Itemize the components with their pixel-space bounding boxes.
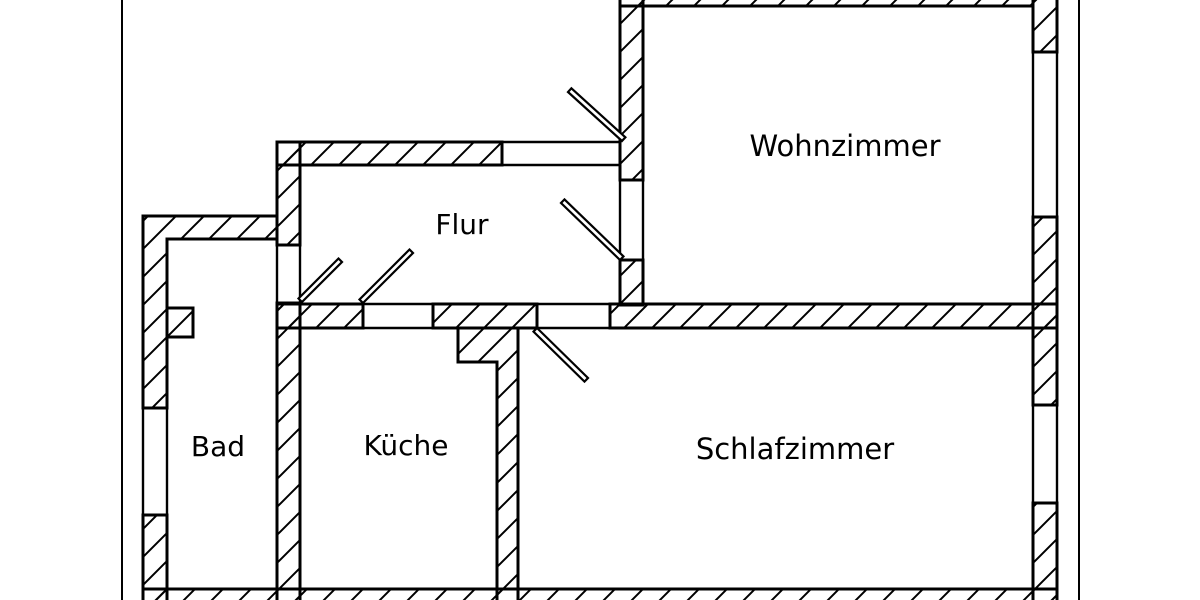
kueche-door-leaf xyxy=(357,247,415,305)
entrance-door-opening xyxy=(502,140,620,167)
room-label-schlafzimmer: Schlafzimmer xyxy=(696,432,894,466)
bad-window xyxy=(141,408,169,515)
kueche-door-opening xyxy=(363,302,433,330)
door-leaves xyxy=(296,86,627,384)
wall-bad-kueche-divider xyxy=(275,301,302,600)
room-label-wohnzimmer: Wohnzimmer xyxy=(749,129,940,163)
room-label-kueche: Küche xyxy=(363,429,448,462)
wohnzimmer-window xyxy=(1031,52,1059,217)
drawing-frame xyxy=(121,0,1080,600)
wall-right-middle xyxy=(1031,215,1059,407)
wall-mid-center xyxy=(431,302,539,330)
bad-door-leaf xyxy=(296,256,344,304)
wall-flur-top xyxy=(275,140,504,167)
room-labels: Wohnzimmer Flur Bad Küche Schlafzimmer xyxy=(191,129,941,466)
wohnzimmer-door-leaf xyxy=(559,197,626,262)
wall-wohnzimmer-top xyxy=(618,0,1035,8)
wall-flur-wohnzimmer-upper xyxy=(618,0,645,182)
wall-bad-notch xyxy=(165,306,195,339)
room-label-bad: Bad xyxy=(191,430,245,463)
schlafzimmer-window xyxy=(1031,405,1059,503)
schlafzimmer-door-opening xyxy=(537,302,610,330)
wohnzimmer-door-opening xyxy=(618,180,645,260)
wall-mid-right xyxy=(608,302,1059,330)
wall-bad-top-and-left xyxy=(141,214,279,410)
entrance-door-leaf xyxy=(566,86,627,143)
wall-bad-left-lower xyxy=(141,513,169,600)
wall-flur-left-upper xyxy=(275,140,302,247)
room-label-flur: Flur xyxy=(435,208,489,241)
wall-kueche-schlafzimmer-divider xyxy=(456,326,520,600)
wall-right-lower xyxy=(1031,501,1059,600)
wall-mid-left xyxy=(275,302,365,330)
wall-bottom xyxy=(141,587,1059,600)
wall-right-upper xyxy=(1031,0,1059,54)
openings xyxy=(141,52,1059,515)
bad-door-opening xyxy=(275,245,302,303)
wall-flur-wohnzimmer-lower xyxy=(618,258,645,307)
walls xyxy=(141,0,1059,600)
schlafzimmer-door-leaf xyxy=(531,326,590,384)
